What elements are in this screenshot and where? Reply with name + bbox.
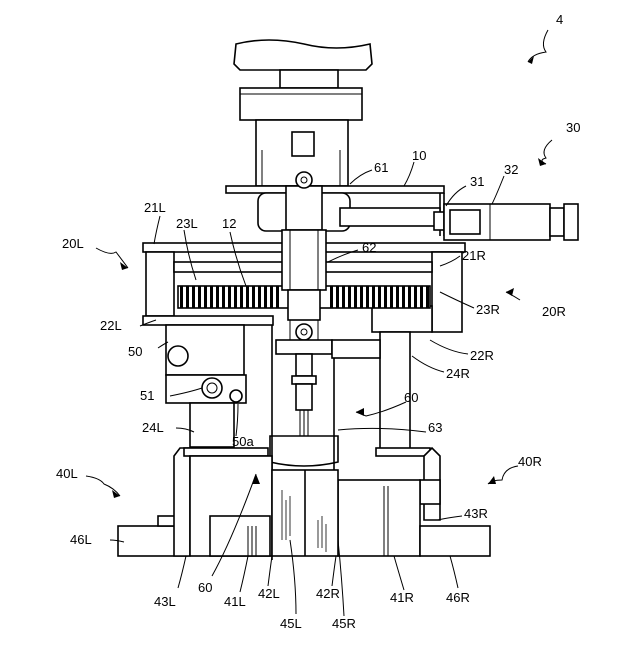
gear-tooth (192, 286, 195, 308)
label-41R: 41R (390, 590, 414, 605)
label-24L: 24L (142, 420, 164, 435)
column-24R (332, 332, 410, 452)
gear-tooth (222, 286, 225, 308)
label-42R: 42R (316, 586, 340, 601)
label-24R: 24R (446, 366, 470, 381)
label-63: 63 (428, 420, 442, 435)
label-40R: 40R (518, 454, 542, 469)
center-block (272, 470, 338, 556)
label-23R: 23R (476, 302, 500, 317)
gear-tooth (330, 286, 333, 308)
base-40L (118, 448, 272, 556)
label-30: 30 (566, 120, 580, 135)
label-43R: 43R (464, 506, 488, 521)
gear-tooth (390, 286, 393, 308)
label-60-upper: 60 (404, 390, 418, 405)
gear-tooth (408, 286, 411, 308)
label-46R: 46R (446, 590, 470, 605)
gear-tooth (216, 286, 219, 308)
gear-tooth (396, 286, 399, 308)
gear-tooth (234, 286, 237, 308)
gear-tooth (258, 286, 261, 308)
label-42L: 42L (258, 586, 280, 601)
gear-tooth (180, 286, 183, 308)
label-21R: 21R (462, 248, 486, 263)
gear-tooth (228, 286, 231, 308)
label-10: 10 (412, 148, 426, 163)
gear-tooth (384, 286, 387, 308)
label-23L: 23L (176, 216, 198, 231)
label-50: 50 (128, 344, 142, 359)
label-62: 62 (362, 240, 376, 255)
label-50a: 50a (232, 434, 254, 449)
gear-tooth (402, 286, 405, 308)
frame-plate-10 (226, 186, 444, 236)
gear-tooth (426, 286, 429, 308)
label-46L: 46L (70, 532, 92, 547)
gear-tooth (240, 286, 243, 308)
label-41L: 41L (224, 594, 246, 609)
label-45L: 45L (280, 616, 302, 631)
label-60-lower: 60 (198, 580, 212, 595)
gear-tooth (264, 286, 267, 308)
label-22R: 22R (470, 348, 494, 363)
gear-tooth (186, 286, 189, 308)
gear-tooth (348, 286, 351, 308)
gear-tooth (354, 286, 357, 308)
gear-tooth (204, 286, 207, 308)
label-40L: 40L (56, 466, 78, 481)
top-cap (234, 40, 372, 186)
label-12: 12 (222, 216, 236, 231)
gear-tooth (360, 286, 363, 308)
gear-tooth (342, 286, 345, 308)
label-45R: 45R (332, 616, 356, 631)
label-51: 51 (140, 388, 154, 403)
support-block-50 (166, 325, 246, 447)
gear-tooth (270, 286, 273, 308)
gear-tooth (366, 286, 369, 308)
part-63 (270, 436, 338, 466)
gear-tooth (420, 286, 423, 308)
figure-number: 4 (556, 12, 563, 27)
gear-tooth (372, 286, 375, 308)
label-31: 31 (470, 174, 484, 189)
label-20R: 20R (542, 304, 566, 319)
label-43L: 43L (154, 594, 176, 609)
gear-tooth (336, 286, 339, 308)
label-22L: 22L (100, 318, 122, 333)
gear-tooth (198, 286, 201, 308)
label-21L: 21L (144, 200, 166, 215)
actuator-30 (434, 204, 578, 240)
gear-tooth (246, 286, 249, 308)
label-20L: 20L (62, 236, 84, 251)
gear-tooth (378, 286, 381, 308)
gear-tooth (210, 286, 213, 308)
gear-tooth (414, 286, 417, 308)
base-40R (338, 448, 490, 556)
gear-tooth (252, 286, 255, 308)
label-32: 32 (504, 162, 518, 177)
label-61: 61 (374, 160, 388, 175)
gear-tooth (276, 286, 279, 308)
